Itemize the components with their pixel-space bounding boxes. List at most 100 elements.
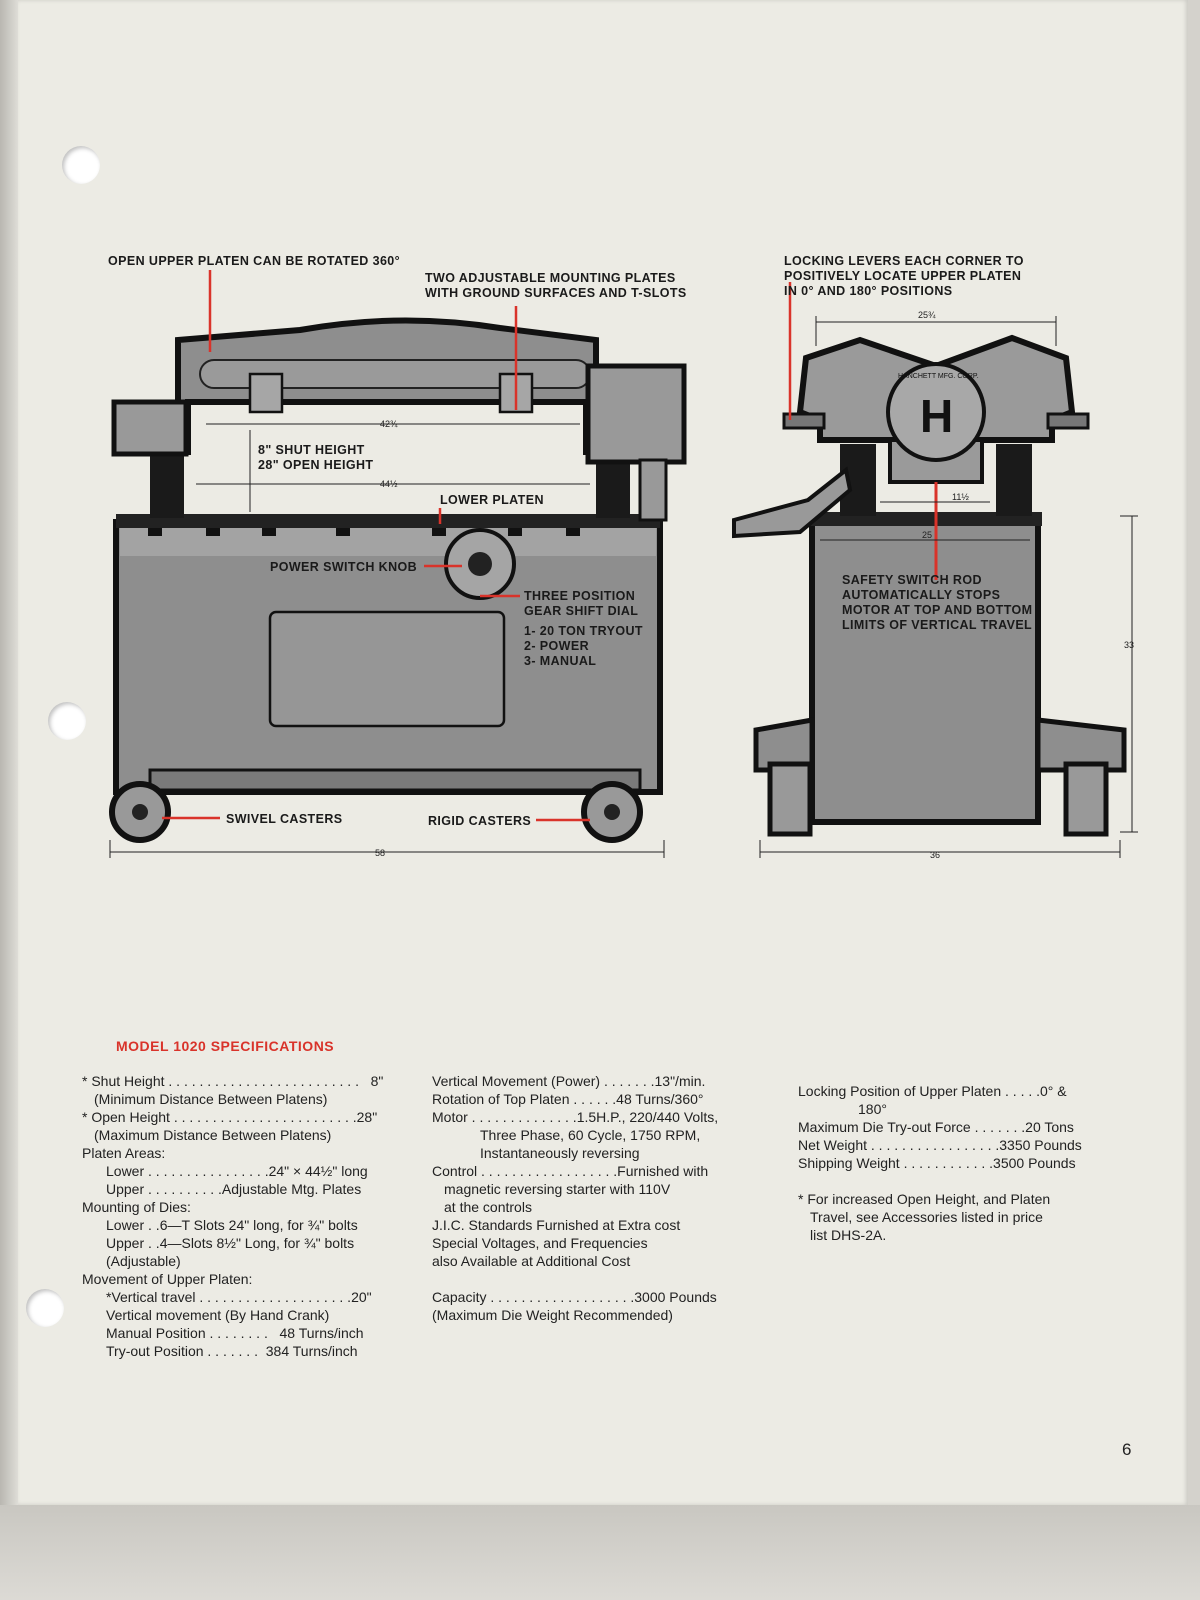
callout-safety-2: AUTOMATICALLY STOPS: [842, 588, 1000, 602]
left-column: [150, 452, 184, 518]
logo-letter: H: [920, 390, 953, 442]
callout-mount-1: TWO ADJUSTABLE MOUNTING PLATES: [425, 271, 676, 285]
dim-58: 58: [375, 848, 385, 858]
callout-power-knob: POWER SWITCH KNOB: [270, 560, 417, 574]
spec-line: [798, 1172, 1138, 1190]
locking-lever: [782, 412, 826, 430]
spec-line: (Adjustable): [106, 1253, 181, 1269]
spec-line: * Shut Height . . . . . . . . . . . . . …: [82, 1073, 384, 1089]
spec-line: Movement of Upper Platen:: [82, 1271, 253, 1287]
callout-lock-1: LOCKING LEVERS EACH CORNER TO: [784, 254, 1024, 268]
spec-line: * Open Height . . . . . . . . . . . . . …: [82, 1109, 378, 1125]
dim-11: 11½: [952, 492, 969, 502]
side-cabinet: [809, 519, 1041, 825]
binder-edge: [0, 0, 22, 1600]
locking-lever: [1046, 412, 1090, 430]
logo-plate: [886, 362, 986, 462]
spec-line: Lower . . . . . . . . . . . . . . . .24"…: [106, 1163, 368, 1179]
spec-line: Travel, see Accessories listed in price: [810, 1209, 1043, 1225]
side-column-right: [996, 444, 1032, 516]
access-panel: [268, 610, 506, 728]
crank-arm: [638, 458, 668, 522]
hand-crank: [732, 466, 853, 539]
spec-line: (Minimum Distance Between Platens): [94, 1091, 328, 1107]
power-switch-knob: [468, 552, 492, 576]
gear-housing: [585, 363, 687, 465]
spec-line: Vertical movement (By Hand Crank): [106, 1307, 330, 1323]
spec-title: MODEL 1020 SPECIFICATIONS: [116, 1038, 335, 1054]
callout-shut: 8" SHUT HEIGHT: [258, 443, 365, 457]
callout-lock-3: IN 0° AND 180° POSITIONS: [784, 284, 952, 298]
press-diagram: 42¾ 44½ 58 OPEN UPPER PLATEN CAN BE ROTA…: [108, 254, 1138, 860]
callout-swivel: SWIVEL CASTERS: [226, 812, 343, 826]
side-caster-left: [767, 761, 813, 837]
side-caster-right: [1063, 761, 1109, 837]
callout-dial-5: 3- MANUAL: [524, 654, 596, 668]
page-number: 6: [1122, 1440, 1132, 1459]
callout-lock-2: POSITIVELY LOCATE UPPER PLATEN: [784, 269, 1021, 283]
spec-line: Lower . .6—T Slots 24" long, for ¾" bolt…: [106, 1217, 358, 1233]
spec-line: Shipping Weight . . . . . . . . . . . .3…: [798, 1155, 1076, 1171]
dim-42: 42¾: [380, 419, 398, 429]
spec-line: * For increased Open Height, and Platen: [798, 1191, 1051, 1207]
dim-25: 25: [922, 530, 932, 540]
spec-line: Platen Areas:: [82, 1145, 166, 1161]
callout-dial-1: THREE POSITION: [524, 589, 635, 603]
spec-line: Special Voltages, and Frequencies: [432, 1235, 648, 1251]
spec-line: Three Phase, 60 Cycle, 1750 RPM,: [480, 1127, 701, 1143]
spec-line: Try-out Position . . . . . . . 384 Turns…: [106, 1343, 358, 1359]
spec-line: Manual Position . . . . . . . . 48 Turns…: [106, 1325, 364, 1341]
base-skid: [148, 768, 642, 792]
spec-line: Capacity . . . . . . . . . . . . . . . .…: [432, 1289, 717, 1305]
callout-safety-3: MOTOR AT TOP AND BOTTOM: [842, 603, 1032, 617]
spec-line: Locking Position of Upper Platen . . . .…: [798, 1083, 1067, 1099]
callout-open: 28" OPEN HEIGHT: [258, 458, 373, 472]
logo-text: HANCHETT MFG. CORP.: [898, 373, 979, 380]
dim-36: 36: [930, 850, 940, 860]
punch-hole: [48, 702, 86, 740]
spec-line: Motor . . . . . . . . . . . . . .1.5H.P.…: [432, 1109, 719, 1125]
side-view: H HANCHETT MFG. CORP. 25¾ 11½ 25 33 36 L…: [732, 254, 1138, 860]
spec-line: (Maximum Die Weight Recommended): [432, 1307, 673, 1323]
callout-rigid: RIGID CASTERS: [428, 814, 531, 828]
page-shadow: [0, 1505, 1200, 1600]
spec-line: also Available at Additional Cost: [432, 1253, 631, 1269]
spec-line: magnetic reversing starter with 110V: [444, 1181, 671, 1197]
spec-line: Upper . . . . . . . . . .Adjustable Mtg.…: [106, 1181, 362, 1197]
spec-line: Mounting of Dies:: [82, 1199, 191, 1215]
callout-mount-2: WITH GROUND SURFACES AND T-SLOTS: [425, 286, 687, 300]
spec-line: Vertical Movement (Power) . . . . . . .1…: [432, 1073, 706, 1089]
spec-column-3: Locking Position of Upper Platen . . . .…: [798, 1082, 1138, 1244]
callout-dial-2: GEAR SHIFT DIAL: [524, 604, 638, 618]
callout-dial-3: 1- 20 TON TRYOUT: [524, 624, 643, 638]
spec-line: Rotation of Top Platen . . . . . .48 Tur…: [432, 1091, 704, 1107]
callout-lower-platen: LOWER PLATEN: [440, 493, 544, 507]
punch-hole: [26, 1289, 64, 1327]
dim-44: 44½: [380, 479, 398, 489]
spec-column-1: * Shut Height . . . . . . . . . . . . . …: [82, 1072, 412, 1360]
callout-safety-1: SAFETY SWITCH ROD: [842, 573, 982, 587]
lower-platen: [116, 514, 660, 528]
punch-hole: [62, 146, 100, 184]
spec-line: Control . . . . . . . . . . . . . . . . …: [432, 1163, 709, 1179]
callout-dial-4: 2- POWER: [524, 639, 589, 653]
spec-line: at the controls: [444, 1199, 532, 1215]
dim-25-three-quarter: 25¾: [918, 310, 936, 320]
spec-line: Net Weight . . . . . . . . . . . . . . .…: [798, 1137, 1082, 1153]
dim-33: 33: [1124, 640, 1134, 650]
spec-line: list DHS-2A.: [810, 1227, 887, 1243]
front-view: 42¾ 44½ 58 OPEN UPPER PLATEN CAN BE ROTA…: [108, 254, 687, 858]
mounting-plate: [248, 372, 284, 414]
spec-line: Maximum Die Try-out Force . . . . . . .2…: [798, 1119, 1074, 1135]
spec-column-2: Vertical Movement (Power) . . . . . . .1…: [432, 1072, 772, 1324]
side-base-right: [1035, 717, 1127, 773]
spec-line: (Maximum Distance Between Platens): [94, 1127, 332, 1143]
spec-line: Instantaneously reversing: [480, 1145, 640, 1161]
callout-rotate: OPEN UPPER PLATEN CAN BE ROTATED 360°: [108, 254, 400, 268]
spec-line: Upper . .4—Slots 8½" Long, for ¾" bolts: [106, 1235, 355, 1251]
spec-line: *Vertical travel . . . . . . . . . . . .…: [106, 1289, 372, 1305]
spec-line: J.I.C. Standards Furnished at Extra cost: [432, 1217, 681, 1233]
spec-line: [432, 1270, 772, 1288]
left-housing: [111, 399, 189, 457]
spec-line: 180°: [858, 1101, 887, 1117]
